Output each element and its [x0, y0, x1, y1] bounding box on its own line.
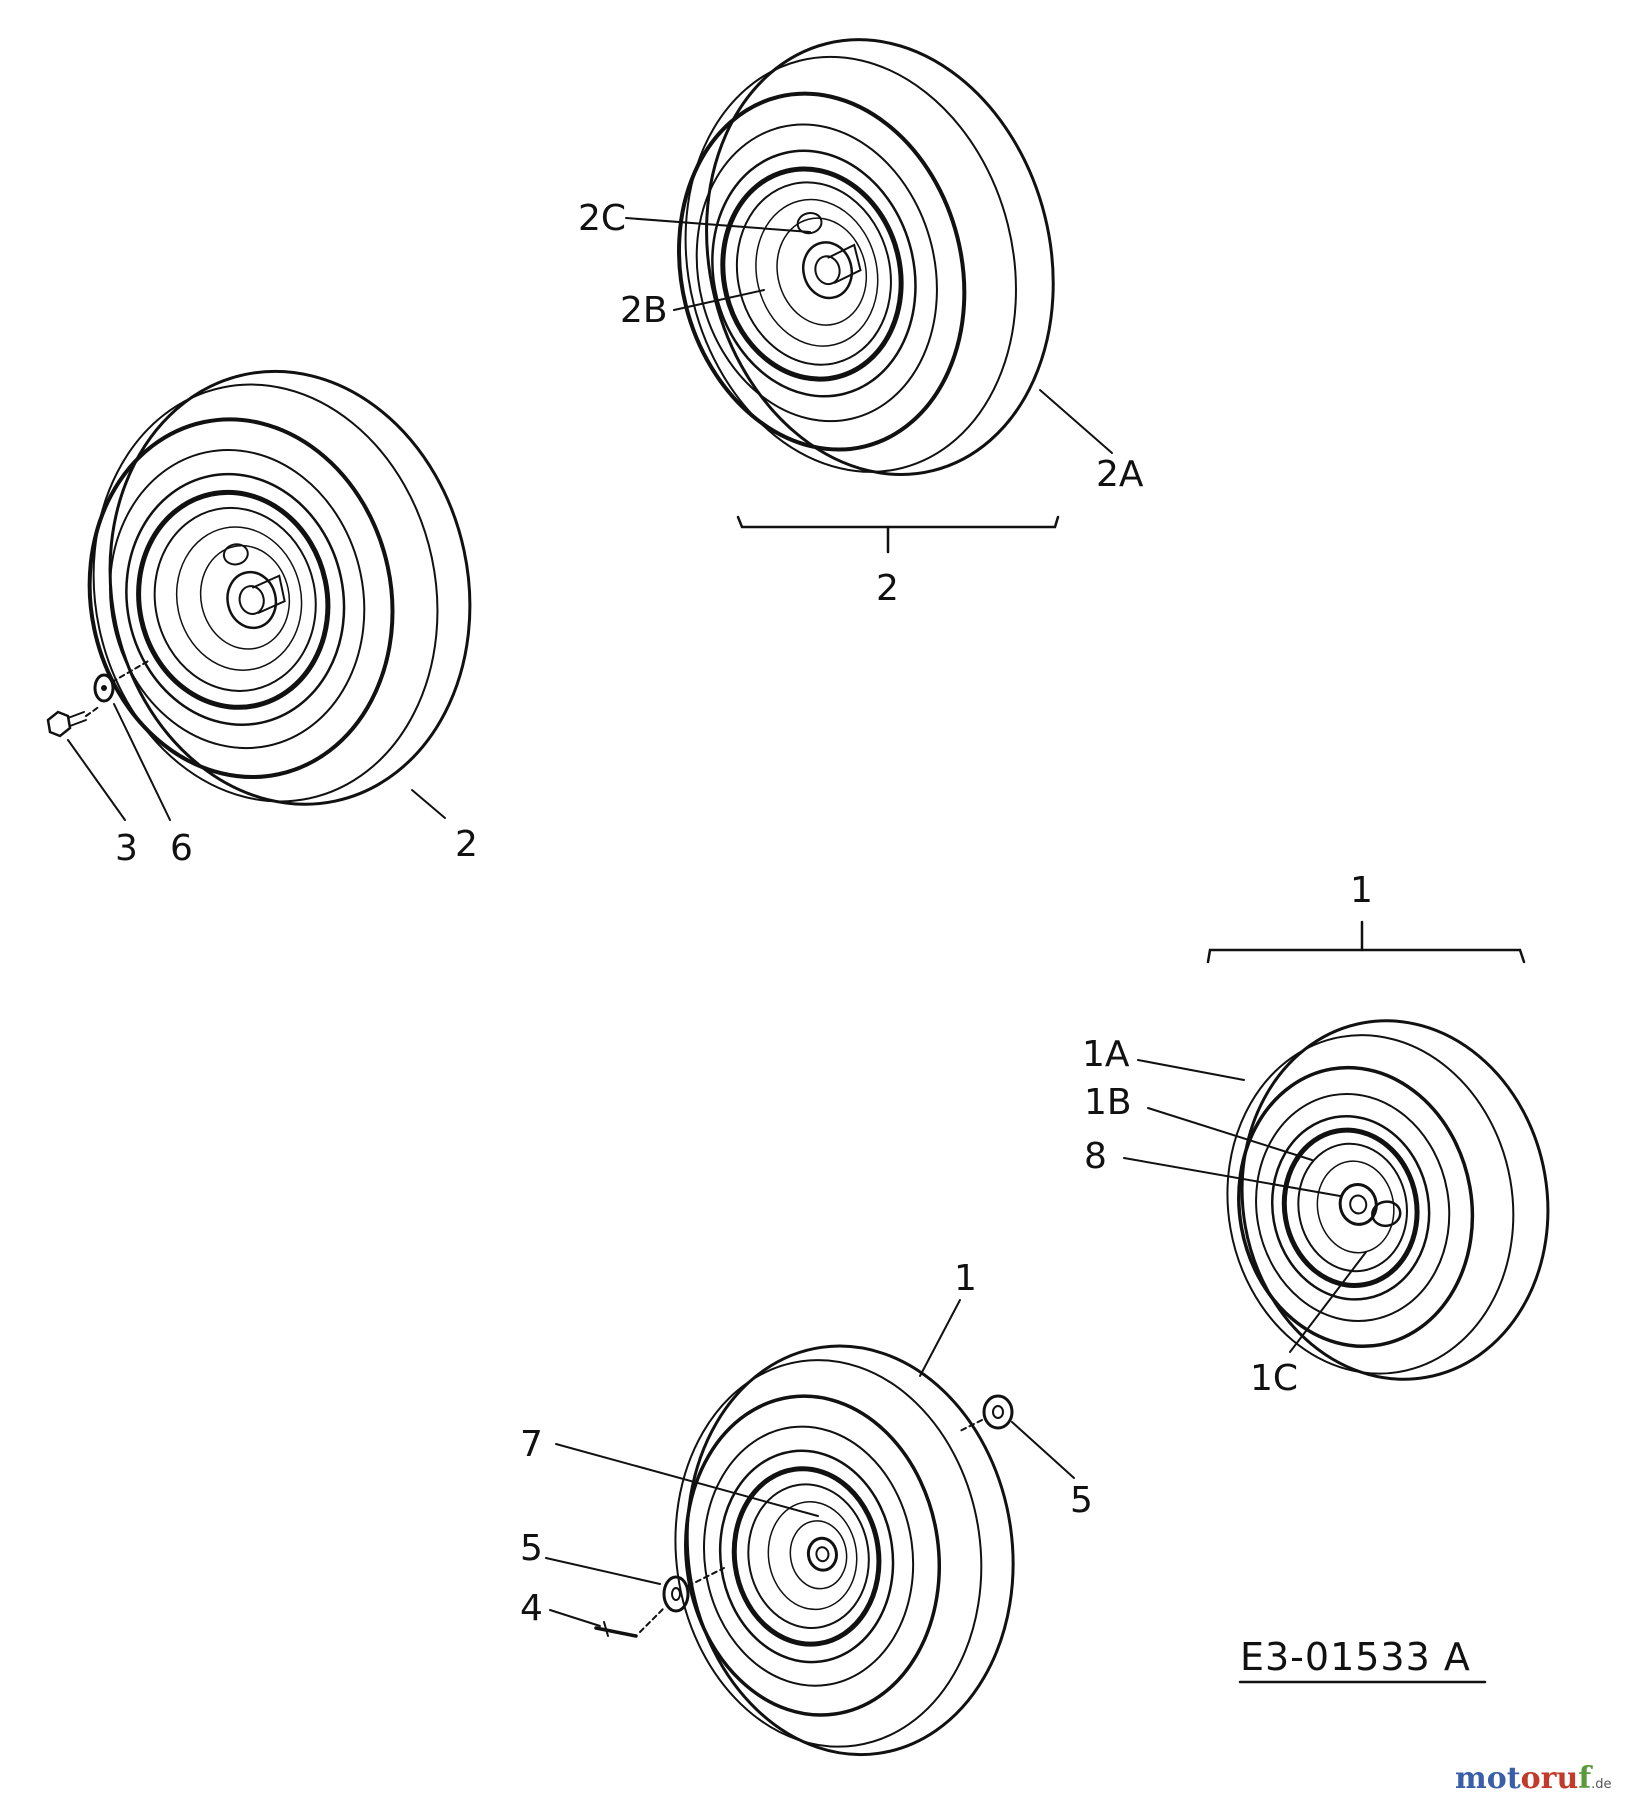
- watermark-part-a: mot: [1455, 1761, 1521, 1796]
- leader-2a: [1039, 389, 1113, 454]
- leader-4: [549, 1609, 601, 1627]
- watermark-part-b: oru: [1521, 1761, 1579, 1796]
- washer-6: [93, 673, 115, 703]
- leader-6: [113, 703, 171, 821]
- watermark-suffix: .de: [1591, 1777, 1611, 1792]
- leader-1-wheel: [919, 1299, 961, 1377]
- label-8: 8: [1084, 1136, 1107, 1177]
- label-2a: 2A: [1096, 454, 1144, 495]
- bolt-3: [46, 710, 87, 738]
- label-2c: 2C: [578, 198, 626, 239]
- leader-1b: [1147, 1107, 1313, 1161]
- wheel-1-bottom: [674, 1344, 1015, 1757]
- label-5-right: 5: [1070, 1480, 1093, 1521]
- wheel-2-left: [87, 369, 472, 806]
- leader-8: [1123, 1157, 1341, 1197]
- label-5-left: 5: [520, 1528, 543, 1569]
- label-1a: 1A: [1082, 1034, 1130, 1075]
- leader-2b: [673, 289, 765, 311]
- label-6: 6: [170, 828, 193, 869]
- label-1c: 1C: [1250, 1358, 1298, 1399]
- washer-5-left: [662, 1575, 690, 1613]
- svg-text:motoruf.de: motoruf.de: [1455, 1761, 1612, 1796]
- bracket-1: [1206, 948, 1526, 964]
- label-3: 3: [115, 828, 138, 869]
- leader-5-right: [1011, 1421, 1075, 1479]
- pin-4: [594, 1621, 638, 1638]
- leader-1a: [1137, 1059, 1245, 1081]
- leader-7: [555, 1443, 819, 1517]
- label-1-wheel: 1: [954, 1258, 977, 1299]
- wheel-1-right: [1226, 1019, 1550, 1381]
- leader-5-left: [545, 1557, 661, 1585]
- leader-2-wheel: [411, 789, 446, 819]
- wheel-2-top: [677, 38, 1055, 476]
- label-1-group: 1: [1350, 870, 1373, 911]
- watermark-part-c: f: [1578, 1761, 1593, 1796]
- label-7: 7: [520, 1424, 543, 1465]
- label-1b: 1B: [1084, 1082, 1132, 1123]
- leader-2c: [625, 217, 811, 233]
- label-4: 4: [520, 1588, 543, 1629]
- label-2-wheel: 2: [455, 824, 478, 865]
- washer-5-right: [982, 1394, 1014, 1430]
- label-2b: 2B: [620, 290, 668, 331]
- drawing-code: E3-01533 A: [1240, 1635, 1471, 1679]
- leader-1c: [1289, 1251, 1367, 1353]
- leader-3: [67, 739, 126, 821]
- bracket-2: [736, 515, 1060, 529]
- watermark-logo: motoruf.de: [1455, 1761, 1612, 1796]
- label-2-group: 2: [876, 568, 899, 609]
